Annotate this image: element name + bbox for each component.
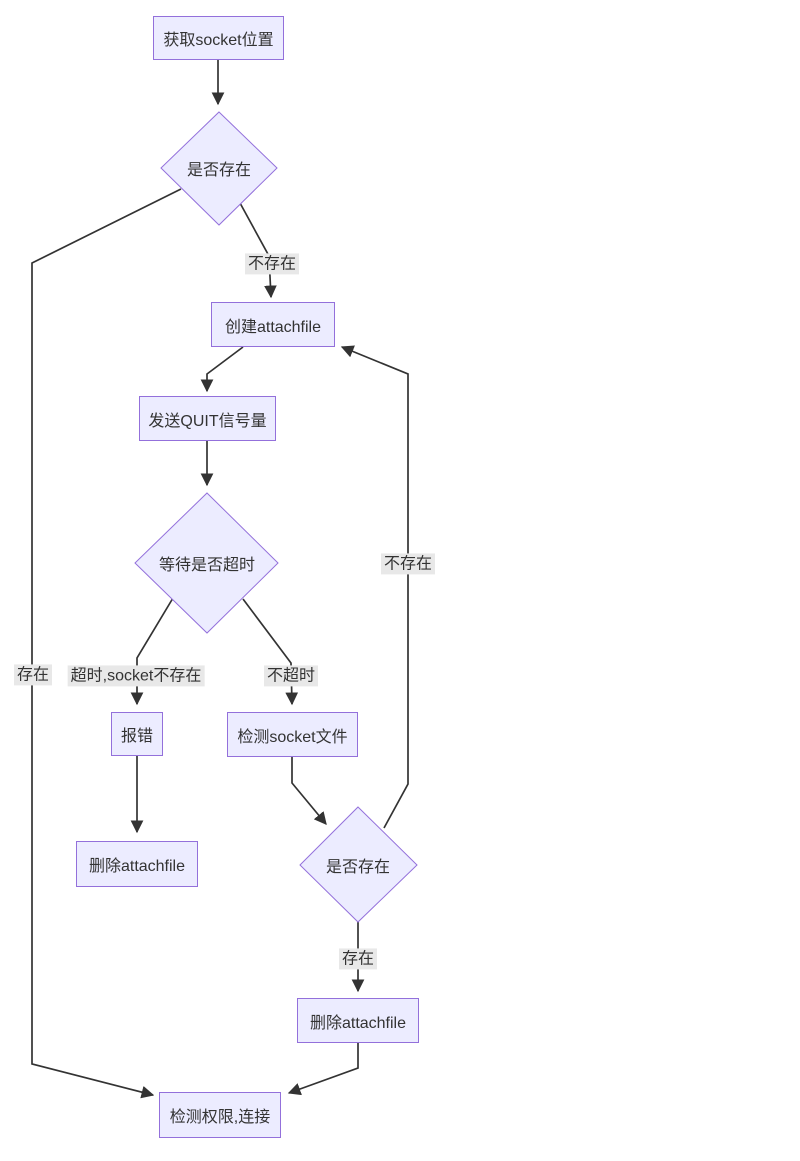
diamond-group (134, 111, 418, 923)
diamond-exists-check-top (160, 111, 278, 226)
edge-label-timeout-socket-missing: 超时,socket不存在 (67, 665, 205, 687)
edge-timeout-to-report-error (130, 597, 174, 706)
edge-check-socket-file-to-exists-check (291, 757, 327, 825)
node-create-attachfile: 创建attachfile (211, 302, 335, 347)
node-report-error: 报错 (111, 712, 163, 756)
edge-label-not-exists-loop: 不存在 (380, 553, 436, 575)
diamond-wait-timeout (134, 492, 279, 634)
edge-create-attachfile-to-send-quit (200, 346, 244, 393)
edge-label-not-exists-top: 不存在 (244, 253, 300, 275)
edge-exists-to-check-permission (31, 188, 182, 1099)
edge-group (31, 60, 409, 1099)
diamond-exists-check-bottom (299, 806, 418, 923)
node-check-socket-file: 检测socket文件 (227, 712, 358, 757)
edge-delete-attachfile-to-check-permission (287, 1043, 359, 1096)
node-delete-attachfile-left: 删除attachfile (76, 841, 198, 887)
edge-label-not-timeout: 不超时 (263, 665, 319, 687)
node-delete-attachfile-bottom: 删除attachfile (297, 998, 419, 1043)
edge-not-timeout-to-check-socket-file (242, 598, 299, 706)
node-exists-check-bottom-label: 是否存在 (325, 859, 391, 876)
edge-label-exists-long-left: 存在 (13, 664, 53, 686)
node-send-quit: 发送QUIT信号量 (139, 396, 276, 441)
node-get-socket: 获取socket位置 (153, 16, 284, 60)
node-wait-timeout-label: 等待是否超时 (158, 557, 256, 574)
edge-not-exists-to-create-attachfile (239, 202, 277, 299)
edge-label-exists-bottom: 存在 (338, 948, 378, 970)
edge-not-exists-loop-to-create-attachfile (340, 345, 409, 829)
node-check-permission: 检测权限,连接 (159, 1092, 281, 1138)
node-exists-check-top-label: 是否存在 (186, 162, 252, 179)
